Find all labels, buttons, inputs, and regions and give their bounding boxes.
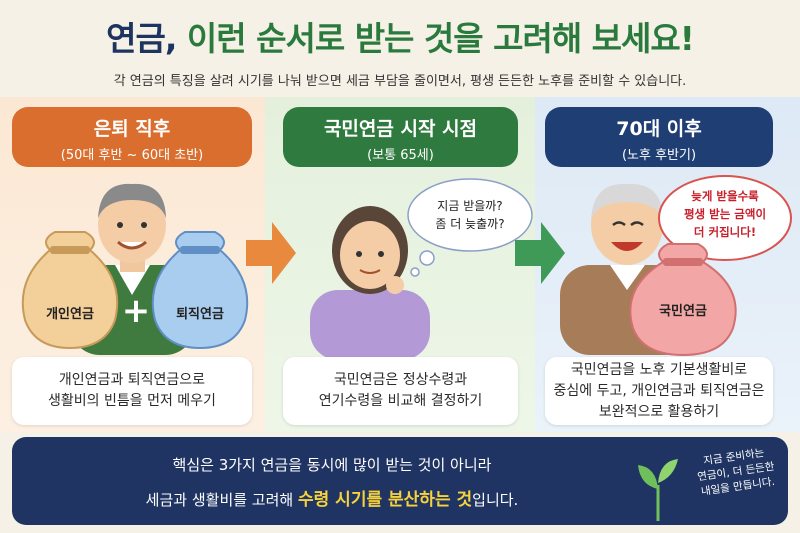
speech-line-1: 늦게 받을수록 [691, 189, 759, 203]
page-subtitle: 각 연금의 특징을 살려 시기를 나눠 받으면 세금 부담을 줄이면서, 평생 … [113, 74, 687, 89]
stage-3-illustration: 늦게 받을수록 평생 받는 금액이 더 커집니다! 국민연금 [560, 175, 792, 357]
stage-3-desc-line-1: 국민연금을 노후 기본생활비로 [570, 361, 748, 378]
woman-thinking-illustration [310, 206, 430, 360]
stage-2-illustration: 지금 받을까? 좀 더 늦출까? [310, 178, 533, 360]
stage-2-subtitle: (보통 65세) [367, 148, 434, 163]
stage-2-title: 국민연금 시작 시점 [323, 118, 478, 140]
stage-3-banner: 70대 이후 (노후 후반기) [545, 107, 773, 167]
arrow-right-icon [515, 222, 565, 284]
stage-3-description: 국민연금을 노후 기본생활비로 중심에 두고, 개인연금과 퇴직연금은 보완적으… [545, 357, 773, 425]
stage-1-desc-line-2: 생활비의 빈틈을 먼저 메우기 [48, 393, 216, 409]
summary-line-2-pre: 세금과 생활비를 고려해 [145, 491, 298, 509]
speech-line-2: 평생 받는 금액이 [684, 207, 766, 221]
thought-line-1: 지금 받을까? [437, 199, 502, 213]
arrow-right-icon [246, 222, 296, 284]
summary-line-1: 핵심은 3가지 연금을 동시에 많이 받는 것이 아니라 [172, 456, 492, 474]
thought-line-2: 좀 더 늦출까? [435, 217, 504, 231]
title-part1: 연금, [106, 19, 177, 58]
bag-label-personal-pension: 개인연금 [46, 306, 94, 322]
bag-label-retirement-pension: 퇴직연금 [176, 306, 224, 322]
stage-2-banner: 국민연금 시작 시점 (보통 65세) [283, 107, 518, 167]
money-bag-icon [629, 243, 737, 357]
stage-1-illustration: 개인연금 + 퇴직연금 [21, 183, 249, 355]
speech-line-3: 더 커집니다! [694, 225, 756, 239]
stage-3-title: 70대 이후 [616, 118, 702, 140]
summary-highlight: 수령 시기를 분산하는 것 [297, 490, 473, 510]
stage-1-title: 은퇴 직후 [93, 118, 171, 140]
stage-2-description: 국민연금은 정상수령과 연기수령을 비교해 결정하기 [283, 357, 518, 425]
stage-1-description: 개인연금과 퇴직연금으로 생활비의 빈틈을 먼저 메우기 [12, 357, 252, 425]
stage-1-desc-line-1: 개인연금과 퇴직연금으로 [58, 372, 206, 388]
page-title: 연금, 이런 순서로 받는 것을 고려해 보세요! [0, 12, 800, 60]
plus-icon: + [122, 291, 151, 331]
stage-1-banner: 은퇴 직후 (50대 후반 ~ 60대 초반) [12, 107, 252, 167]
stage-2-desc-line-1: 국민연금은 정상수령과 [333, 372, 468, 388]
bag-label-national-pension: 국민연금 [659, 303, 707, 319]
thought-bubble [407, 178, 533, 277]
stage-3-desc-line-3: 보완적으로 활용하기 [598, 403, 720, 420]
stage-3-subtitle: (노후 후반기) [621, 148, 697, 163]
money-bag-icon [21, 231, 119, 350]
title-part2: 이런 순서로 받는 것을 고려해 보세요! [186, 19, 695, 58]
money-bag-icon [151, 231, 249, 350]
stage-1-subtitle: (50대 후반 ~ 60대 초반) [60, 148, 204, 163]
stage-3-desc-line-2: 중심에 두고, 개인연금과 퇴직연금은 [553, 382, 765, 399]
stage-2-desc-line-2: 연기수령을 비교해 결정하기 [318, 393, 483, 409]
summary-line-2: 세금과 생활비를 고려해 수령 시기를 분산하는 것입니다. [12, 485, 652, 510]
sprout-icon [638, 459, 678, 521]
summary-line-2-post: 입니다. [472, 491, 519, 509]
